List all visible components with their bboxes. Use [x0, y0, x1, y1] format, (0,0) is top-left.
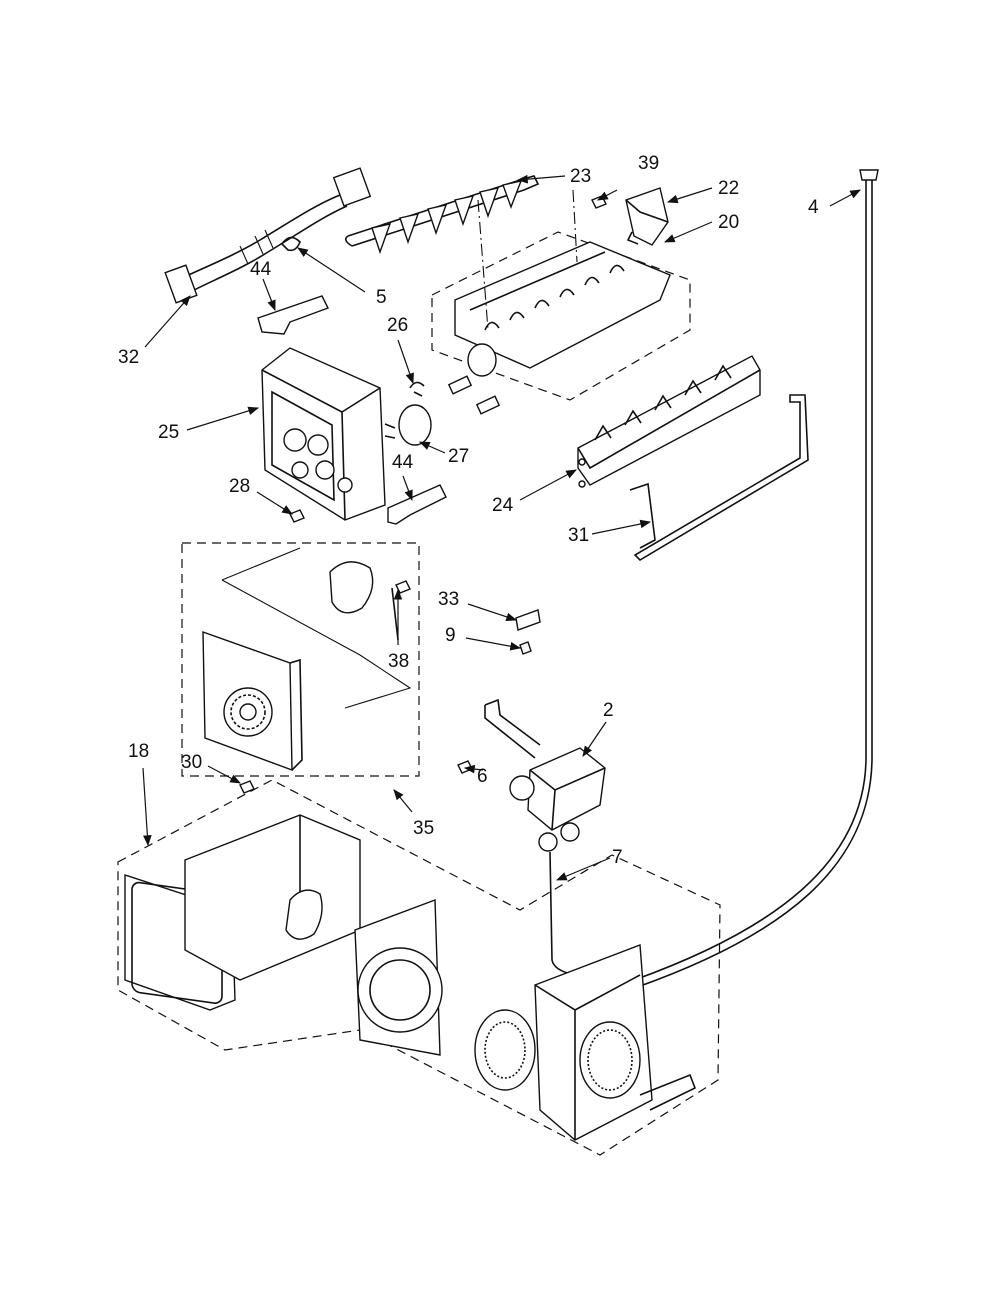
water-tube-drawing [619, 169, 879, 992]
callout-20: 20 [718, 212, 739, 233]
screw-part-39-drawing [591, 195, 607, 209]
wiring-harness-drawing [164, 167, 372, 304]
callout-44-lower: 44 [392, 452, 414, 473]
callout-6: 6 [477, 766, 488, 787]
callout-7: 7 [612, 847, 623, 868]
callout-23: 23 [570, 166, 591, 187]
callout-35: 35 [413, 818, 434, 839]
callout-2: 2 [603, 700, 614, 721]
callout-44-upper: 44 [250, 259, 272, 280]
stripper-drawing [577, 355, 761, 488]
callout-27: 27 [448, 446, 469, 467]
screw-part-28-drawing [289, 509, 305, 523]
callout-4: 4 [808, 197, 819, 218]
callout-28: 28 [229, 476, 250, 497]
callout-26: 26 [387, 315, 408, 336]
water-valve-drawing [484, 698, 606, 852]
ejector-shaft-drawing [344, 175, 540, 255]
callout-38: 38 [388, 651, 409, 672]
callout-32: 32 [118, 347, 139, 368]
auger-motor-assembly-drawing [117, 779, 721, 1156]
clip-part-5-drawing [280, 236, 301, 252]
control-module-drawing [181, 542, 420, 777]
screw-part-6-drawing [457, 760, 473, 774]
callout-39: 39 [638, 153, 659, 174]
screw-part-9-drawing [519, 641, 532, 655]
clip-part-44-upper-drawing [257, 295, 329, 335]
shutoff-arm-drawing [629, 394, 809, 562]
icemaker-head-drawing [261, 347, 386, 521]
icemaker-mold-drawing [431, 231, 691, 415]
callout-labels: 23 39 22 4 20 5 32 44 26 25 27 44 28 24 … [118, 153, 819, 868]
callout-9: 9 [445, 625, 456, 646]
clip-part-26-drawing [409, 381, 425, 397]
callout-18: 18 [128, 741, 149, 762]
callout-33: 33 [438, 589, 459, 610]
fill-cup-drawing [625, 187, 669, 246]
callout-30: 30 [181, 752, 202, 773]
bracket-part-33-drawing [515, 609, 541, 631]
callout-24: 24 [492, 495, 514, 516]
leader-lines [142, 174, 861, 881]
thermostat-drawing [384, 404, 432, 446]
clip-part-44-lower-drawing [387, 484, 447, 525]
callout-31: 31 [568, 525, 589, 546]
callout-25: 25 [158, 422, 179, 443]
callout-22: 22 [718, 178, 739, 199]
callout-5: 5 [376, 287, 387, 308]
